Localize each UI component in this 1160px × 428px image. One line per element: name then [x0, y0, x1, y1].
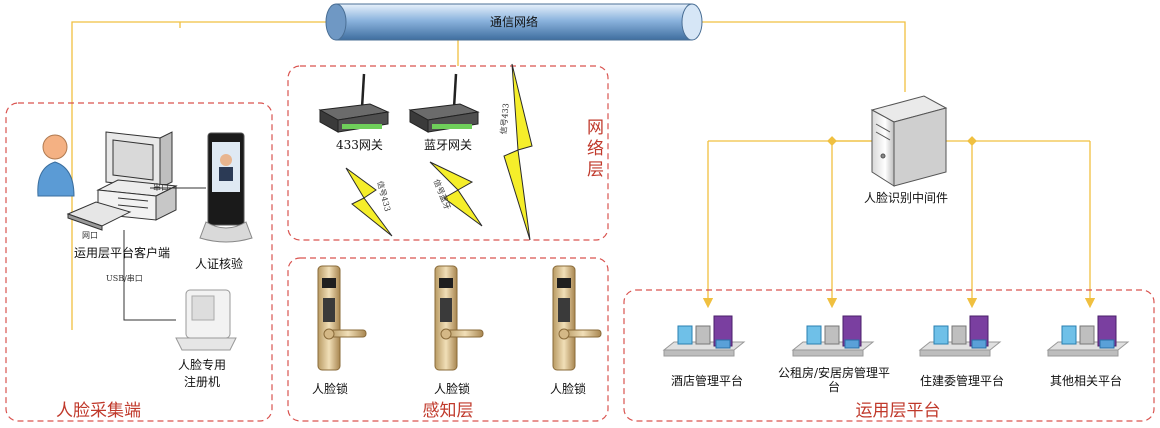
- platform-server-icon: [1046, 315, 1130, 357]
- lock-label: 人脸锁: [433, 382, 471, 396]
- id-verification-terminal-icon: [199, 132, 253, 243]
- gateway-bluetooth-label: 蓝牙网关: [424, 138, 473, 152]
- face-lock-icon: [434, 265, 484, 371]
- lock-label: 人脸锁: [311, 382, 349, 396]
- gateway-bluetooth-icon: [408, 73, 480, 133]
- network-pipe-label: 通信网络: [489, 15, 539, 29]
- platform-server-icon: [662, 315, 746, 357]
- middleware-label: 人脸识别中间件: [863, 191, 949, 205]
- platform-label-housing-line2: 台: [827, 380, 841, 394]
- face-lock-icon: [552, 265, 602, 371]
- perception-layer-title: 感知层: [422, 401, 474, 421]
- gateway-433-icon: [318, 73, 390, 133]
- signal-bolts: [345, 63, 533, 241]
- platform-server-icon: [791, 315, 875, 357]
- application-layer-box: [623, 289, 1155, 422]
- desktop-computer-icon: [66, 131, 178, 231]
- gateway-433-label: 433网关: [336, 138, 383, 152]
- lightning-icon: [345, 167, 393, 237]
- face-lock-icons: [317, 265, 602, 371]
- group-boxes: [5, 65, 1155, 422]
- network-pipe: [325, 3, 703, 41]
- middleware-server-icon: [870, 95, 948, 187]
- platform-label-construction: 住建委管理平台: [919, 374, 1005, 388]
- lock-label: 人脸锁: [549, 382, 587, 396]
- collection-group-box: [5, 102, 273, 422]
- platform-label-housing: 公租房/安居房管理平: [777, 366, 891, 380]
- lightning-icon: [429, 161, 483, 227]
- user-icon: [37, 134, 75, 197]
- face-register-machine-icon: [175, 289, 237, 351]
- platform-icons: [662, 315, 1130, 357]
- network-layer-box: [287, 65, 609, 241]
- network-port-label: 网口: [82, 231, 98, 240]
- register-label-line1: 人脸专用: [178, 358, 227, 372]
- perception-layer-box: [287, 257, 609, 422]
- application-layer-title: 运用层平台: [855, 401, 941, 421]
- collection-group-title: 人脸采集端: [56, 401, 141, 421]
- platform-label-hotel: 酒店管理平台: [670, 374, 744, 388]
- face-lock-icon: [317, 265, 367, 371]
- serial-port-label: 串口: [153, 183, 169, 192]
- register-label-line2: 注册机: [184, 375, 221, 389]
- usb-port-label: USB/串口: [106, 274, 143, 283]
- client-label: 运用层平台客户端: [74, 246, 171, 260]
- id-verify-label: 人证核验: [195, 257, 244, 271]
- platform-server-icon: [918, 315, 1002, 357]
- network-layer-title: 网络层: [583, 118, 603, 181]
- lightning-icon: [503, 63, 533, 241]
- usb-connection-line: [123, 230, 176, 321]
- platform-label-other: 其他相关平台: [1049, 374, 1123, 388]
